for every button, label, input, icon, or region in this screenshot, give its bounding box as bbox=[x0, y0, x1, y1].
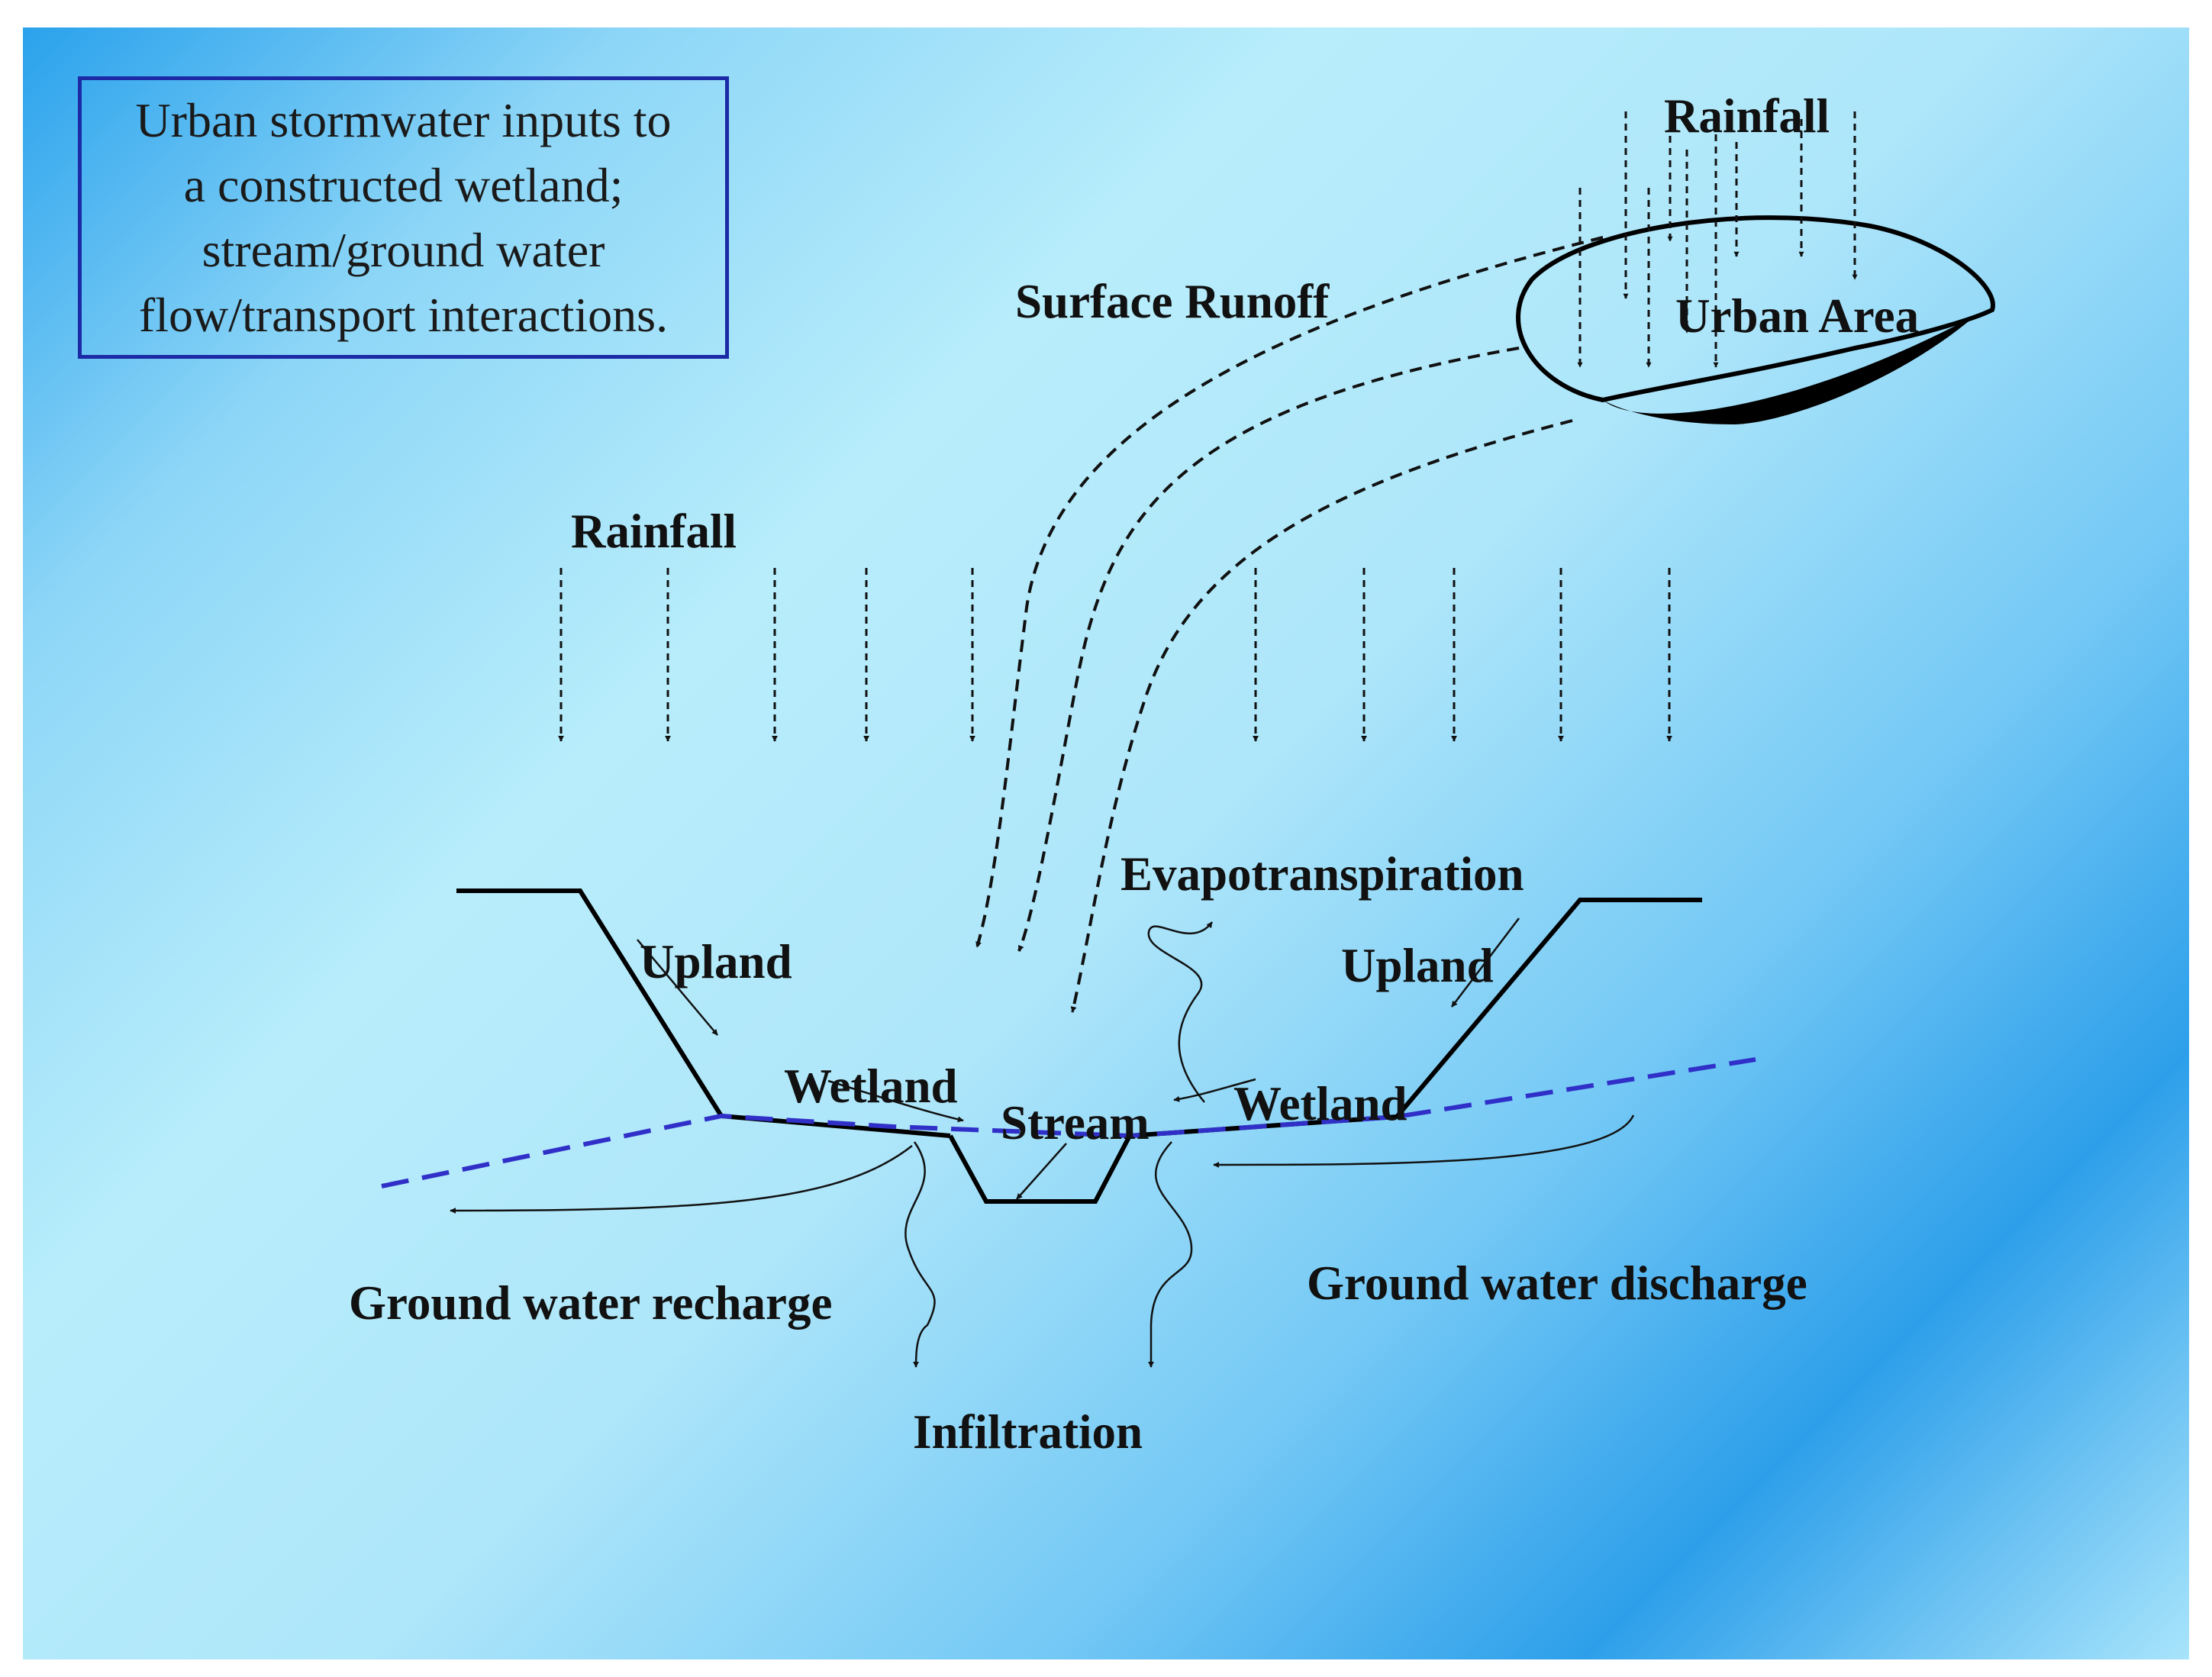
label-urban-area: Urban Area bbox=[1675, 289, 1919, 343]
label-upland-left: Upland bbox=[640, 935, 792, 988]
wetland-diagram: Rainfall Urban Area Surface Runoff Rainf… bbox=[349, 89, 1995, 1459]
surface-runoff-paths bbox=[975, 236, 1604, 1013]
flow-arrows bbox=[450, 918, 1635, 1368]
label-evapotranspiration: Evapotranspiration bbox=[1121, 847, 1524, 901]
label-surface-runoff: Surface Runoff bbox=[1015, 275, 1330, 328]
urban-area-shape bbox=[1516, 215, 1995, 424]
label-ground-water-discharge: Ground water discharge bbox=[1307, 1256, 1807, 1310]
water-table-line bbox=[381, 1057, 1756, 1188]
diagram-background: Urban stormwater inputs to a constructed… bbox=[23, 27, 2189, 1659]
label-infiltration: Infiltration bbox=[913, 1405, 1143, 1459]
label-upland-right: Upland bbox=[1341, 939, 1494, 992]
label-rainfall-main: Rainfall bbox=[571, 505, 737, 558]
caption-text: Urban stormwater inputs to a constructed… bbox=[135, 93, 672, 342]
urban-rainfall-arrows bbox=[1577, 111, 1858, 368]
caption-box: Urban stormwater inputs to a constructed… bbox=[78, 76, 729, 359]
label-wetland-right: Wetland bbox=[1233, 1077, 1407, 1130]
label-rainfall-top: Rainfall bbox=[1664, 89, 1830, 143]
label-ground-water-recharge: Ground water recharge bbox=[349, 1276, 832, 1330]
diagram-labels: Rainfall Urban Area Surface Runoff Rainf… bbox=[349, 89, 1919, 1459]
rainfall-arrows bbox=[558, 568, 1672, 742]
label-stream: Stream bbox=[1001, 1096, 1150, 1150]
label-wetland-left: Wetland bbox=[784, 1059, 958, 1113]
